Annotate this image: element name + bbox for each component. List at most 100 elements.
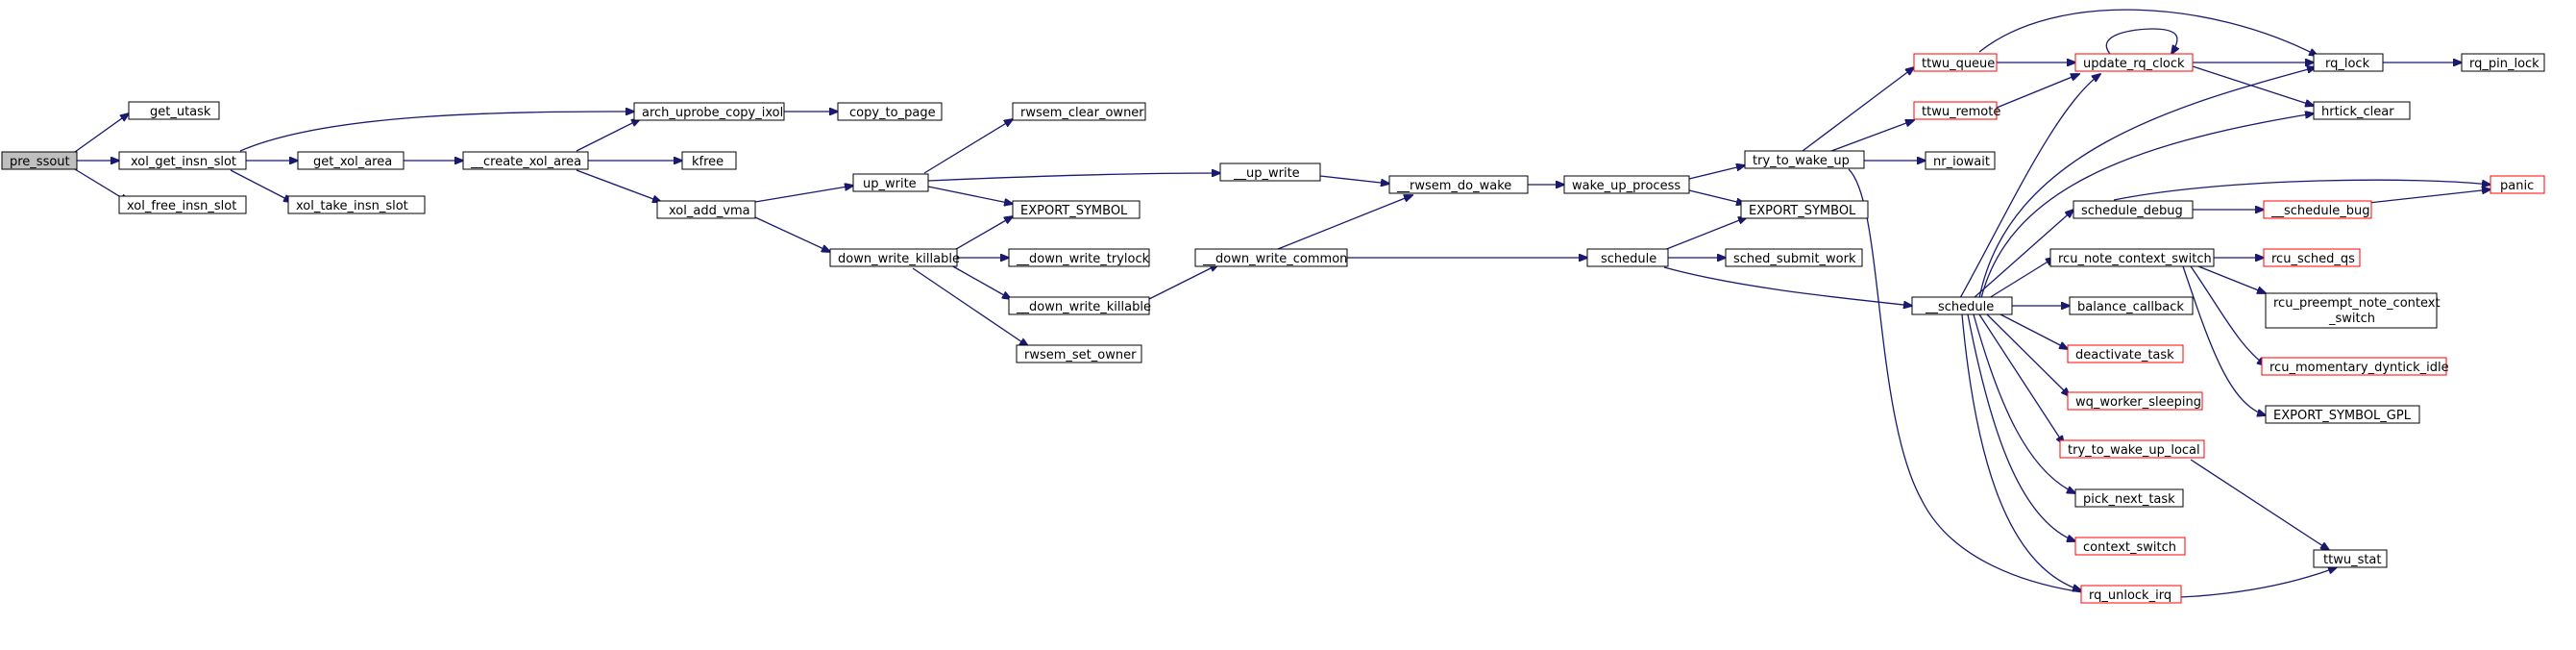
- node-label: EXPORT_SYMBOL: [1749, 204, 1856, 218]
- node-kfree[interactable]: kfree: [681, 151, 737, 170]
- node-nr_iowait[interactable]: nr_iowait: [1925, 151, 1996, 170]
- edge-wake_up_process-EXPORT_SYMBOL_2: [1688, 189, 1745, 204]
- node-label: __rwsem_do_wake: [1396, 179, 1511, 193]
- node-try_to_wake_up_local[interactable]: try_to_wake_up_local: [2059, 439, 2205, 459]
- node-hrtick_clear[interactable]: hrtick_clear: [2313, 101, 2411, 120]
- node-get_xol_area[interactable]: get_xol_area: [297, 151, 405, 170]
- node-xol_add_vma[interactable]: xol_add_vma: [656, 200, 756, 219]
- node-label: ttwu_stat: [2323, 553, 2382, 567]
- node-label: xol_free_insn_slot: [127, 199, 236, 213]
- node-wake_up_process[interactable]: wake_up_process: [1563, 175, 1690, 194]
- edge-xol_add_vma-down_write_killable: [754, 216, 830, 252]
- node-sched_submit_work[interactable]: sched_submit_work: [1725, 248, 1863, 267]
- node-rq_pin_lock[interactable]: rq_pin_lock: [2461, 53, 2545, 72]
- node-label: hrtick_clear: [2321, 105, 2394, 119]
- node-balance_callback[interactable]: balance_callback: [2069, 296, 2194, 315]
- node-xol_get_insn_slot[interactable]: xol_get_insn_slot: [118, 151, 247, 170]
- edge-__schedule-try_to_wake_up_local: [1978, 313, 2064, 444]
- node-schedule_debug[interactable]: schedule_debug: [2073, 200, 2194, 219]
- node-panic[interactable]: panic: [2490, 175, 2545, 194]
- node-label: nr_iowait: [1933, 155, 1990, 169]
- node-label: pick_next_task: [2083, 492, 2175, 507]
- node-__rwsem_do_wake[interactable]: __rwsem_do_wake: [1388, 175, 1529, 194]
- node-label: sched_submit_work: [1733, 252, 1856, 266]
- node-label: deactivate_task: [2075, 348, 2174, 362]
- node-label: __down_write_common: [1202, 252, 1347, 266]
- node-label: try_to_wake_up_local: [2068, 443, 2200, 458]
- node-ttwu_queue[interactable]: ttwu_queue: [1913, 53, 1998, 72]
- node-__up_write[interactable]: __up_write: [1219, 162, 1321, 182]
- node-EXPORT_SYMBOL_GPL[interactable]: EXPORT_SYMBOL_GPL: [2265, 405, 2420, 424]
- edge-__schedule-wq_worker_sleeping: [1986, 313, 2070, 396]
- node-copy_to_page[interactable]: copy_to_page: [837, 102, 943, 121]
- node-label: xol_add_vma: [669, 204, 750, 218]
- edge-__schedule_bug-panic: [2359, 189, 2490, 205]
- node-__down_write_trylock[interactable]: __down_write_trylock: [1008, 248, 1150, 267]
- node-pick_next_task[interactable]: pick_next_task: [2074, 488, 2184, 508]
- edge-xol_get_insn_slot-xol_take_insn_slot: [230, 169, 292, 202]
- node-rq_lock[interactable]: rq_lock: [2313, 53, 2384, 72]
- node-rcu_note_context_switch[interactable]: rcu_note_context_switch: [2049, 248, 2215, 267]
- node-__create_xol_area[interactable]: __create_xol_area: [462, 151, 589, 170]
- node-try_to_wake_up[interactable]: try_to_wake_up: [1744, 150, 1865, 169]
- node-EXPORT_SYMBOL_1[interactable]: EXPORT_SYMBOL: [1012, 200, 1141, 219]
- node-label: up_write: [863, 177, 917, 191]
- node-xol_free_insn_slot[interactable]: xol_free_insn_slot: [118, 195, 247, 214]
- node-arch_uprobe_copy_ixol[interactable]: arch_uprobe_copy_ixol: [633, 102, 785, 121]
- edge-__schedule-rcu_note_context_switch: [1988, 258, 2054, 299]
- edges: [74, 9, 2490, 599]
- node-label: wq_worker_sleeping: [2075, 395, 2201, 410]
- node-ttwu_stat[interactable]: ttwu_stat: [2313, 549, 2388, 568]
- node-schedule[interactable]: schedule: [1586, 248, 1669, 267]
- edge-__schedule-pick_next_task: [1973, 313, 2075, 493]
- node-rcu_momentary_dyntick_idle[interactable]: rcu_momentary_dyntick_idle: [2261, 357, 2449, 376]
- node-label: context_switch: [2083, 540, 2176, 555]
- edge-__schedule-context_switch: [1967, 313, 2075, 541]
- node-rwsem_clear_owner[interactable]: rwsem_clear_owner: [1012, 102, 1146, 121]
- edge-__schedule-rq_unlock_irq: [1961, 313, 2081, 590]
- node-update_rq_clock[interactable]: update_rq_clock: [2074, 53, 2194, 72]
- edge-ttwu_remote-update_rq_clock: [1996, 74, 2079, 109]
- edge-__down_write_common-__rwsem_do_wake: [1277, 195, 1412, 250]
- node-wq_worker_sleeping[interactable]: wq_worker_sleeping: [2067, 391, 2203, 411]
- nodes: pre_ssout get_utask xol_get_insn_slot xo…: [1, 53, 2545, 604]
- node-label: panic: [2500, 179, 2534, 193]
- node-__down_write_common[interactable]: __down_write_common: [1194, 248, 1348, 267]
- node-__down_write_killable[interactable]: __down_write_killable: [1008, 296, 1151, 315]
- node-label: __schedule_bug: [2270, 204, 2370, 218]
- node-down_write_killable[interactable]: down_write_killable: [829, 248, 960, 267]
- node-label: get_xol_area: [313, 155, 392, 169]
- node-ttwu_remote[interactable]: ttwu_remote: [1913, 101, 2000, 120]
- node-EXPORT_SYMBOL_2[interactable]: EXPORT_SYMBOL: [1740, 200, 1869, 219]
- node-label: balance_callback: [2077, 300, 2184, 314]
- node-rwsem_set_owner[interactable]: rwsem_set_owner: [1016, 344, 1142, 363]
- node-label: wake_up_process: [1572, 179, 1681, 193]
- node-label: rq_unlock_irq: [2089, 588, 2171, 603]
- node-__schedule_bug[interactable]: __schedule_bug: [2263, 200, 2372, 219]
- node-xol_take_insn_slot[interactable]: xol_take_insn_slot: [287, 195, 426, 214]
- node-deactivate_task[interactable]: deactivate_task: [2067, 344, 2184, 363]
- node-label: ttwu_remote: [1922, 105, 2000, 119]
- edge-wake_up_process-try_to_wake_up: [1688, 165, 1745, 180]
- node-get_utask[interactable]: get_utask: [128, 101, 220, 120]
- node-rcu_sched_qs[interactable]: rcu_sched_qs: [2263, 248, 2361, 267]
- node-up_write[interactable]: up_write: [852, 173, 929, 192]
- node-pre_ssout[interactable]: pre_ssout: [1, 151, 78, 170]
- edge-up_write-EXPORT_SYMBOL_1: [927, 186, 1013, 204]
- edge-schedule_debug-panic: [2113, 179, 2490, 201]
- edge-update_rq_clock-hrtick_clear: [2192, 65, 2314, 106]
- node-label: copy_to_page: [849, 106, 936, 120]
- edge-rcu_note_context_switch-rcu_preempt: [2197, 265, 2266, 293]
- node-__schedule[interactable]: __schedule: [1911, 296, 2013, 315]
- node-label: down_write_killable: [838, 252, 960, 266]
- edge-__schedule-hrtick_clear: [1980, 113, 2314, 299]
- edge-__schedule-deactivate_task: [1998, 312, 2068, 349]
- node-rq_unlock_irq[interactable]: rq_unlock_irq: [2080, 585, 2182, 604]
- edge-try_to_wake_up-ttwu_stat: [1848, 168, 2337, 599]
- node-label-line1: rcu_preempt_note_context: [2273, 296, 2441, 311]
- edge-rcu_note_context_switch-rcu_momentary: [2190, 265, 2266, 365]
- edge-update_rq_clock-self: [2105, 28, 2177, 54]
- node-rcu_preempt_note_context_switch[interactable]: rcu_preempt_note_context _switch: [2265, 292, 2441, 329]
- node-label: xol_take_insn_slot: [296, 199, 408, 213]
- node-context_switch[interactable]: context_switch: [2074, 537, 2186, 556]
